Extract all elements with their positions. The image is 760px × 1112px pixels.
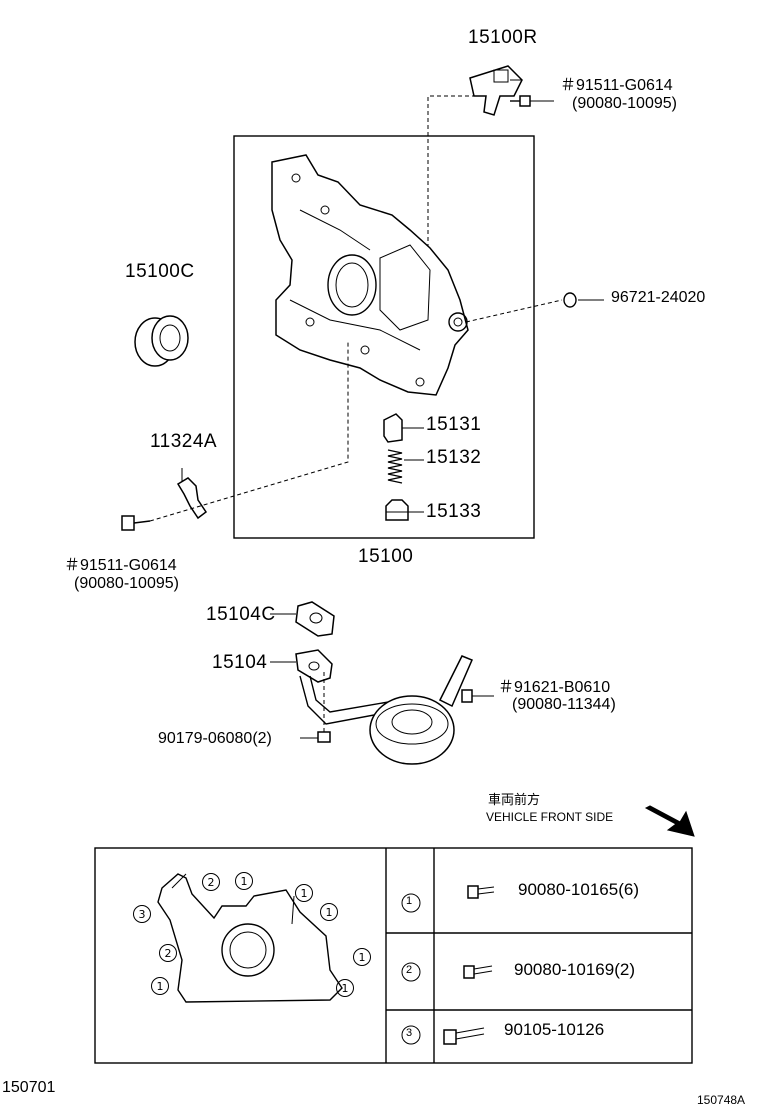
oil-pump-body-part <box>271 154 469 396</box>
direction-label-en: VEHICLE FRONT SIDE <box>486 810 614 824</box>
sensor-bolt-part <box>510 95 554 107</box>
legend-part-2: 90080-10169(2) <box>514 960 635 979</box>
relief-spring-part <box>387 449 424 484</box>
label-strainer-bolt-2: (90080-11344) <box>512 696 616 713</box>
strainer-bolt-part <box>461 689 494 703</box>
o-ring-dash <box>465 299 563 323</box>
label-15133: 15133 <box>426 501 482 522</box>
label-15100: 15100 <box>358 546 414 567</box>
footer-left-code: 150701 <box>2 1079 56 1096</box>
svg-text:2: 2 <box>208 876 215 889</box>
label-11324a: 11324A <box>150 431 218 452</box>
label-nut: 90179-06080(2) <box>158 730 272 747</box>
gasket-part <box>270 601 335 637</box>
legend-marker-2: 2 <box>406 964 413 976</box>
label-15100c: 15100C <box>125 261 195 282</box>
legend-marker-1: 1 <box>406 895 413 907</box>
svg-text:1: 1 <box>157 980 164 993</box>
legend-part-1: 90080-10165(6) <box>518 880 639 899</box>
svg-text:1: 1 <box>301 887 308 900</box>
direction-label-jp: 車両前方 <box>488 792 541 807</box>
svg-text:1: 1 <box>326 906 333 919</box>
label-15131: 15131 <box>426 414 482 435</box>
bolt-legend-table <box>94 847 693 1064</box>
relief-valve-part <box>383 413 424 443</box>
legend-marker-3: 3 <box>406 1027 413 1039</box>
label-bracket-bolt-1: ＃91511-G0614 <box>64 557 177 574</box>
relief-plug-part <box>385 499 424 521</box>
label-sensor-bolt-2: (90080-10095) <box>572 95 677 112</box>
sensor-leader <box>427 95 476 270</box>
label-15100r: 15100R <box>468 27 538 48</box>
label-sensor-bolt-1: ＃91511-G0614 <box>560 77 673 94</box>
legend-bolt-2-icon <box>463 965 493 979</box>
svg-text:1: 1 <box>359 951 366 964</box>
svg-text:3: 3 <box>139 908 146 921</box>
footer-right-code: 150748A <box>697 1093 746 1107</box>
label-15132: 15132 <box>426 447 482 468</box>
svg-text:1: 1 <box>342 982 349 995</box>
svg-text:2: 2 <box>165 947 172 960</box>
crank-sensor-part <box>469 65 523 116</box>
cover-bolt-markers: 2 1 3 1 1 2 1 1 1 <box>133 872 371 997</box>
oil-strainer-part <box>270 649 473 765</box>
label-15104: 15104 <box>212 652 268 673</box>
label-bracket-bolt-2: (90080-10095) <box>74 575 179 592</box>
bracket-part <box>176 468 208 520</box>
timing-cover-sketch <box>157 873 343 1003</box>
legend-row-markers <box>401 893 421 1045</box>
svg-text:1: 1 <box>241 875 248 888</box>
legend-bolt-1-icon <box>467 885 495 899</box>
oil-seal-part <box>134 315 189 367</box>
o-ring-part <box>563 292 577 308</box>
bracket-bolt-part <box>121 515 151 531</box>
label-15104c: 15104C <box>206 604 276 625</box>
legend-bolt-3-icon <box>443 1027 485 1045</box>
front-direction-arrow-icon <box>644 805 695 837</box>
bracket-leader <box>149 340 349 522</box>
strainer-nut-part <box>300 672 331 743</box>
legend-part-3: 90105-10126 <box>504 1020 605 1039</box>
pump-assembly-box <box>233 135 535 539</box>
label-strainer-bolt-1: ＃91621-B0610 <box>498 679 611 696</box>
label-oring: 96721-24020 <box>611 289 706 306</box>
